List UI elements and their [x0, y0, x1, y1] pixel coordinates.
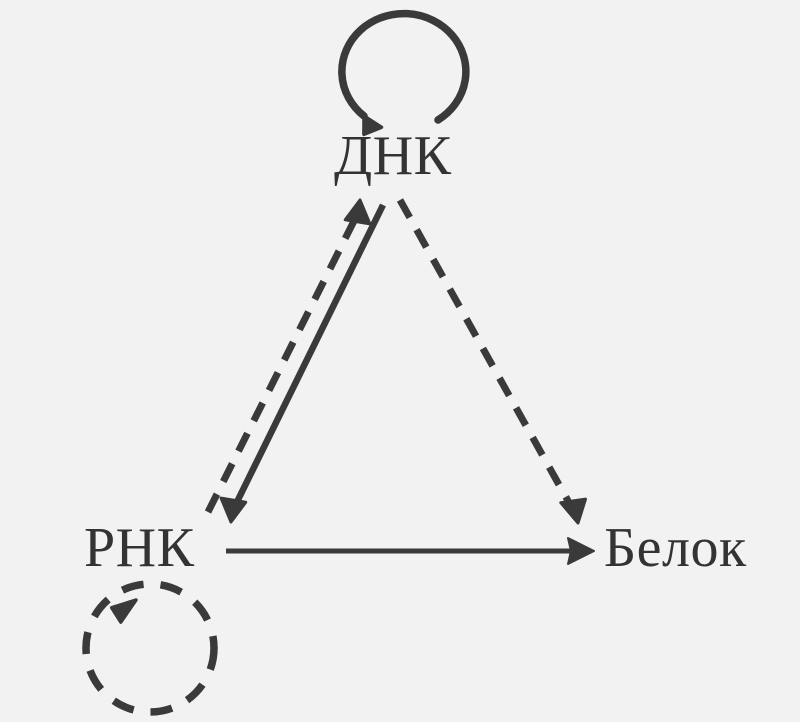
node-label-rna: РНК	[84, 517, 195, 579]
rna-to-dna-arrowhead	[343, 198, 372, 226]
dna-to-rna-line	[231, 203, 386, 510]
rna-self-loop-arrowhead	[109, 598, 138, 624]
edge-dna-to-protein	[396, 198, 588, 525]
edge-dna-self-loop	[338, 9, 470, 137]
node-label-dna: ДНК	[334, 125, 452, 187]
dna-self-loop-arrowhead	[362, 114, 384, 137]
dna-to-protein-line	[396, 198, 576, 510]
rna-self-loop-arc	[82, 580, 218, 716]
edge-rna-self-loop	[82, 580, 218, 716]
rna-to-dna-line	[204, 211, 362, 514]
dna-self-loop-arc	[338, 9, 470, 124]
edge-rna-to-protein	[226, 537, 595, 565]
node-label-protein: Белок	[604, 517, 747, 579]
dna-to-rna-arrowhead	[219, 496, 248, 524]
edge-rna-to-dna	[204, 198, 372, 514]
dna-to-protein-arrowhead	[559, 497, 588, 525]
edge-dna-to-rna	[219, 203, 386, 524]
rna-to-protein-arrowhead	[567, 537, 595, 565]
